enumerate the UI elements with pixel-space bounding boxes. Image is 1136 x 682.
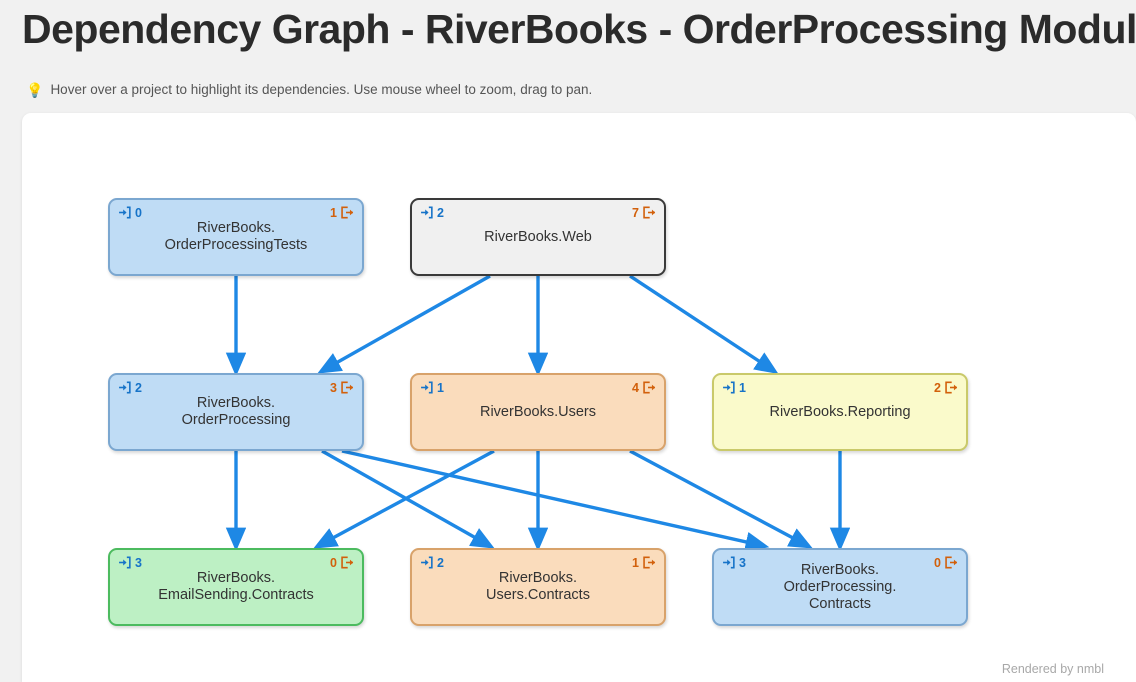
incoming-count-badge: 3 (721, 555, 746, 570)
edge-layer (225, 274, 851, 552)
incoming-count: 2 (437, 555, 444, 570)
outgoing-count-badge: 1 (632, 555, 657, 570)
incoming-dependencies-icon (723, 381, 735, 394)
node-label: RiverBooks. OrderProcessing (181, 395, 291, 428)
hint-row: 💡 Hover over a project to highlight its … (26, 82, 592, 97)
outgoing-dependencies-icon (945, 556, 958, 569)
dependency-edge (629, 274, 779, 374)
dependency-edge (313, 449, 495, 549)
incoming-dependencies-icon (421, 556, 433, 569)
outgoing-count: 2 (934, 380, 941, 395)
hint-text: Hover over a project to highlight its de… (50, 82, 593, 97)
incoming-count-badge: 2 (419, 205, 444, 220)
outgoing-dependencies-icon (341, 556, 354, 569)
node-label: RiverBooks. OrderProcessingTests (164, 220, 308, 253)
outgoing-count: 0 (330, 555, 337, 570)
outgoing-count: 4 (632, 380, 639, 395)
outgoing-count: 3 (330, 380, 337, 395)
node-label: RiverBooks.Web (484, 228, 592, 245)
outgoing-count-badge: 0 (934, 555, 959, 570)
outgoing-dependencies-icon (341, 206, 354, 219)
outgoing-count: 1 (632, 555, 639, 570)
outgoing-count-badge: 1 (330, 205, 355, 220)
incoming-dependencies-icon (119, 206, 131, 219)
incoming-count-badge: 2 (419, 555, 444, 570)
graph-node-orderprocessingcontracts[interactable]: 3 0 RiverBooks. OrderProcessing. Contracts (712, 548, 968, 626)
outgoing-count-badge: 0 (330, 555, 355, 570)
incoming-count-badge: 1 (419, 380, 444, 395)
incoming-count: 1 (739, 380, 746, 395)
dependency-edge (317, 274, 491, 374)
incoming-count-badge: 1 (721, 380, 746, 395)
incoming-dependencies-icon (421, 206, 433, 219)
page-title: Dependency Graph - RiverBooks - OrderPro… (22, 6, 1136, 52)
outgoing-count: 1 (330, 205, 337, 220)
node-label: RiverBooks. OrderProcessing. Contracts (783, 561, 897, 612)
outgoing-count-badge: 2 (934, 380, 959, 395)
node-label: RiverBooks. EmailSending.Contracts (158, 570, 314, 603)
incoming-count-badge: 2 (117, 380, 142, 395)
outgoing-dependencies-icon (643, 206, 656, 219)
footer-credit: Rendered by nmbl (1001, 662, 1104, 676)
incoming-count: 3 (739, 555, 746, 570)
incoming-count: 1 (437, 380, 444, 395)
outgoing-dependencies-icon (643, 556, 656, 569)
incoming-count: 2 (135, 380, 142, 395)
incoming-count-badge: 0 (117, 205, 142, 220)
incoming-count: 0 (135, 205, 142, 220)
outgoing-dependencies-icon (643, 381, 656, 394)
incoming-dependencies-icon (119, 381, 131, 394)
lightbulb-icon: 💡 (26, 81, 44, 98)
outgoing-count-badge: 7 (632, 205, 657, 220)
incoming-count-badge: 3 (117, 555, 142, 570)
node-label: RiverBooks.Reporting (769, 403, 911, 420)
incoming-dependencies-icon (421, 381, 433, 394)
outgoing-count-badge: 4 (632, 380, 657, 395)
outgoing-dependencies-icon (341, 381, 354, 394)
node-label: RiverBooks.Users (479, 403, 597, 420)
dependency-edge (341, 449, 770, 552)
outgoing-count: 0 (934, 555, 941, 570)
outgoing-dependencies-icon (945, 381, 958, 394)
node-label: RiverBooks. Users.Contracts (486, 570, 590, 603)
incoming-count: 2 (437, 205, 444, 220)
dependency-edge (629, 449, 813, 549)
incoming-dependencies-icon (723, 556, 735, 569)
incoming-count: 3 (135, 555, 142, 570)
incoming-dependencies-icon (119, 556, 131, 569)
outgoing-count: 7 (632, 205, 639, 220)
outgoing-count-badge: 3 (330, 380, 355, 395)
